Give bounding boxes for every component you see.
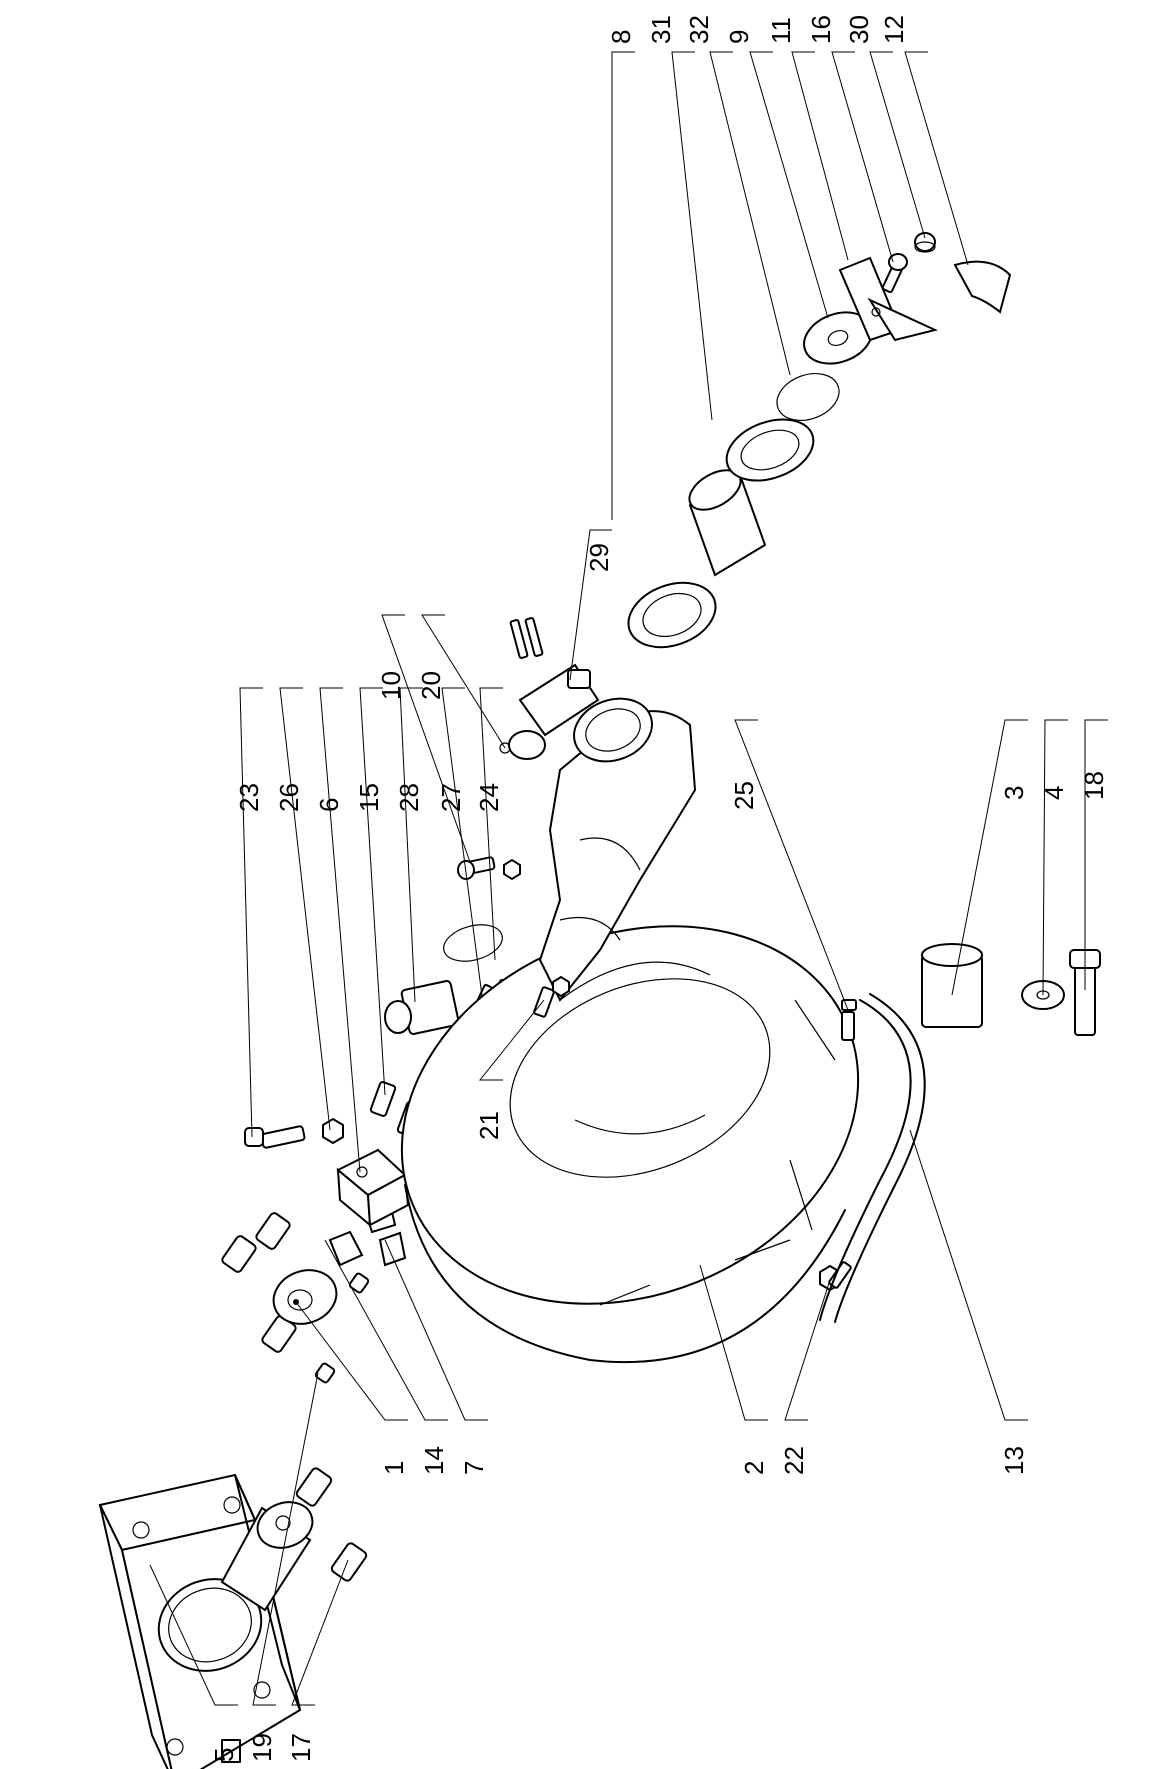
callout-4: 4 [1039,786,1069,800]
callout-31: 31 [646,15,676,44]
part-32-snap-ring [776,373,840,421]
callout-29: 29 [584,543,614,572]
callout-8: 8 [606,30,636,44]
part-3-bushing [921,943,983,1028]
callout-22: 22 [779,1446,809,1475]
part-bearing-lower [627,581,717,649]
callout-labels: 8 31 32 9 11 16 30 12 29 10 20 23 26 6 1… [209,15,1109,1762]
callout-10: 10 [376,671,406,700]
callout-15: 15 [354,783,384,812]
part-11-blade-bracket [838,256,938,342]
part-10-screw [457,856,521,881]
callout-30: 30 [844,15,874,44]
part-28-actuator [384,980,460,1035]
callout-16: 16 [806,15,836,44]
part-13-curved-strip [819,993,926,1323]
part-26-nut [322,1117,344,1145]
callout-25: 25 [729,781,759,810]
callout-11: 11 [766,17,796,44]
callout-28: 28 [394,783,424,812]
callout-19: 19 [247,1733,277,1762]
part-screw-group-left [221,1212,368,1582]
callout-2: 2 [739,1461,769,1475]
part-25-bolt [841,999,857,1041]
callout-26: 26 [274,783,304,812]
part-2-ring-housing [400,925,860,1364]
part-29-actuator [508,617,600,760]
part-30-knob [914,232,936,253]
callout-20: 20 [416,671,446,700]
callout-5: 5 [209,1748,239,1762]
part-16-screw [881,253,908,294]
callout-21: 21 [474,1111,504,1140]
part-31-bearing [725,418,815,482]
part-23-screw [244,1125,306,1149]
part-6-block [336,1081,424,1228]
callout-17: 17 [286,1733,316,1762]
callout-27: 27 [436,783,466,812]
part-2-housing-arm [538,697,697,1002]
callout-9: 9 [724,30,754,44]
callout-32: 32 [684,15,714,44]
part-8-sleeve [688,469,767,577]
leader-lines [149,51,1108,1706]
part-12-curved-blade [953,260,1012,314]
callout-12: 12 [879,15,909,44]
part-21-screw [533,975,570,1018]
callout-6: 6 [314,798,344,812]
callout-23: 23 [234,783,264,812]
callout-1: 1 [379,1461,409,1475]
callout-18: 18 [1079,771,1109,800]
callout-13: 13 [999,1446,1029,1475]
part-5-mounting-bracket [98,1473,314,1769]
callout-3: 3 [999,786,1029,800]
callout-14: 14 [419,1446,449,1475]
callout-7: 7 [459,1461,489,1475]
callout-24: 24 [474,783,504,812]
part-1-flange [272,1269,338,1325]
